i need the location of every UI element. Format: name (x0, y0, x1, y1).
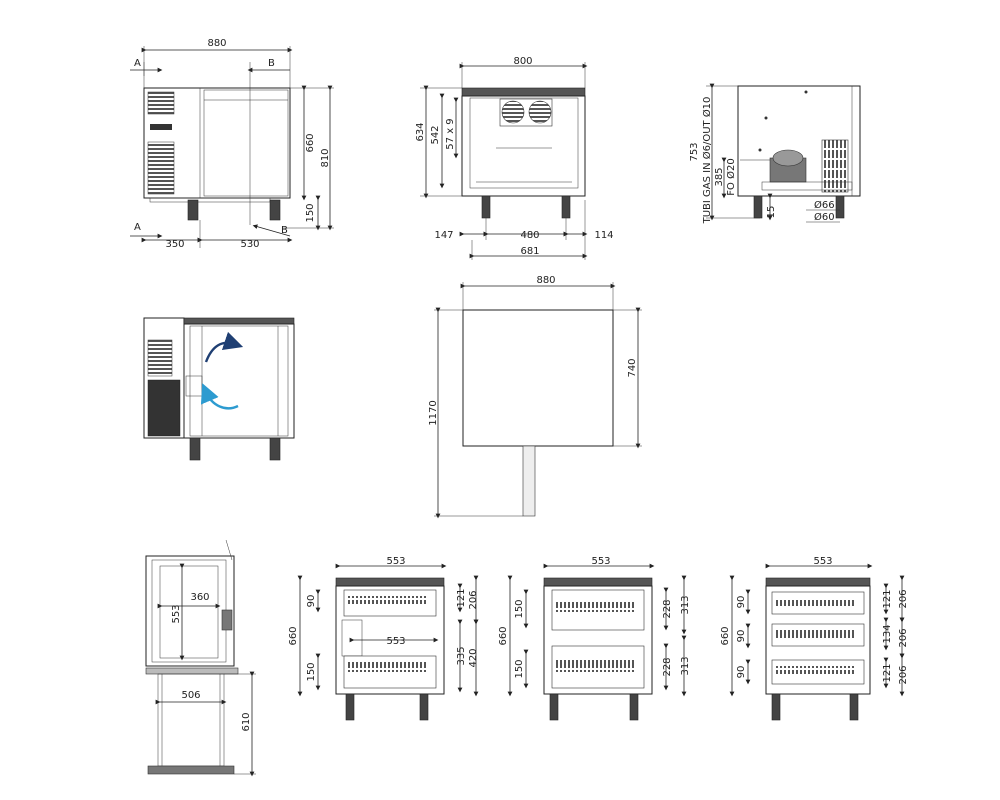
front-left-part: 350 (165, 239, 184, 250)
drawers-c-r121a: 121 (882, 589, 893, 608)
plan-depth: 740 (627, 358, 638, 377)
section-a-bottom: A (134, 222, 141, 233)
right-drain: FO Ø20 (725, 158, 737, 195)
drawers-c-r206c: 206 (898, 665, 909, 684)
drawers-b-h150a: 150 (514, 599, 525, 618)
drawers-c-total: 660 (720, 626, 731, 645)
drawers-a-inner: 553 (386, 636, 405, 647)
section-view: 360 553 506 610 (145, 539, 256, 777)
drawers-c-h90a: 90 (736, 596, 747, 609)
section-h553: 553 (171, 604, 182, 623)
right-view: 753 TUBI GAS IN Ø6/OUT Ø10 385 FO Ø20 15… (689, 83, 861, 225)
drawers-a-r206: 206 (468, 590, 479, 609)
plan-total: 1170 (428, 400, 439, 425)
drawers-c-r206b: 206 (898, 628, 909, 647)
right-height: 753 (689, 142, 700, 161)
side-left: 147 (434, 230, 453, 241)
section-w506: 506 (181, 690, 200, 701)
front-feet-height: 150 (305, 203, 316, 222)
drawers-b-h150b: 150 (514, 659, 525, 678)
side-h634: 634 (415, 122, 426, 141)
section-h610: 610 (241, 712, 252, 731)
side-right: 114 (594, 230, 613, 241)
plan-view: 880 740 1170 (428, 275, 642, 519)
drawers-c-r206a: 206 (898, 589, 909, 608)
section-a-top: A (134, 58, 141, 69)
side-h57x9: 57 x 9 (445, 118, 456, 149)
drawers-b-width: 553 (591, 556, 610, 567)
air-out-arrow (204, 331, 244, 363)
drawers-a-h150: 150 (306, 662, 317, 681)
right-h15: 15 (766, 206, 777, 219)
front-right-part: 530 (240, 239, 259, 250)
drawers-c-width: 553 (813, 556, 832, 567)
drawers-a-r121: 121 (456, 588, 467, 607)
air-in-arrow (200, 383, 239, 410)
drawers-b-r228b: 228 (662, 657, 673, 676)
drawers-b-total: 660 (498, 626, 509, 645)
drawers-c-r121b: 121 (882, 663, 893, 682)
section-b-bottom: B (281, 225, 288, 236)
plan-width: 880 (536, 275, 555, 286)
drawers-b-r313a: 313 (680, 595, 691, 614)
section-w360: 360 (190, 592, 209, 603)
right-d60: Ø60 (814, 211, 835, 223)
drawers-a-total: 660 (288, 626, 299, 645)
drawers-c-h90c: 90 (736, 666, 747, 679)
drawers-b-r313b: 313 (680, 656, 691, 675)
section-b-top: B (268, 58, 275, 69)
front-body-height: 660 (305, 133, 316, 152)
drawers-a-r335: 335 (456, 646, 467, 665)
drawers-a-r420: 420 (468, 648, 479, 667)
front-total-height: 810 (320, 148, 331, 167)
side-h542: 542 (430, 125, 441, 144)
drawers-c-view: 553 660 90 90 90 121 206 134 206 121 206 (720, 556, 909, 721)
front-view: 880 660 150 810 350 530 A A B B (130, 38, 334, 250)
right-d66: Ø66 (814, 199, 835, 211)
drawers-a-view: 553 553 660 90 150 121 206 335 420 (288, 556, 479, 721)
side-middle: 480 (520, 230, 539, 241)
drawers-c-h90b: 90 (736, 630, 747, 643)
right-gas-pipes: TUBI GAS IN Ø6/OUT Ø10 (701, 97, 713, 225)
drawers-b-view: 553 660 150 150 228 313 228 313 (498, 556, 691, 721)
side-view: 800 634 542 57 x 9 147 480 114 681 (415, 56, 614, 260)
airflow-view (143, 317, 295, 461)
drawers-a-h90: 90 (306, 595, 317, 608)
right-h385: 385 (714, 167, 725, 186)
front-width: 880 (207, 38, 226, 49)
drawers-a-width: 553 (386, 556, 405, 567)
side-width: 800 (513, 56, 532, 67)
side-bottom: 681 (520, 246, 539, 257)
drawers-c-r134: 134 (882, 624, 893, 643)
drawers-b-r228a: 228 (662, 599, 673, 618)
